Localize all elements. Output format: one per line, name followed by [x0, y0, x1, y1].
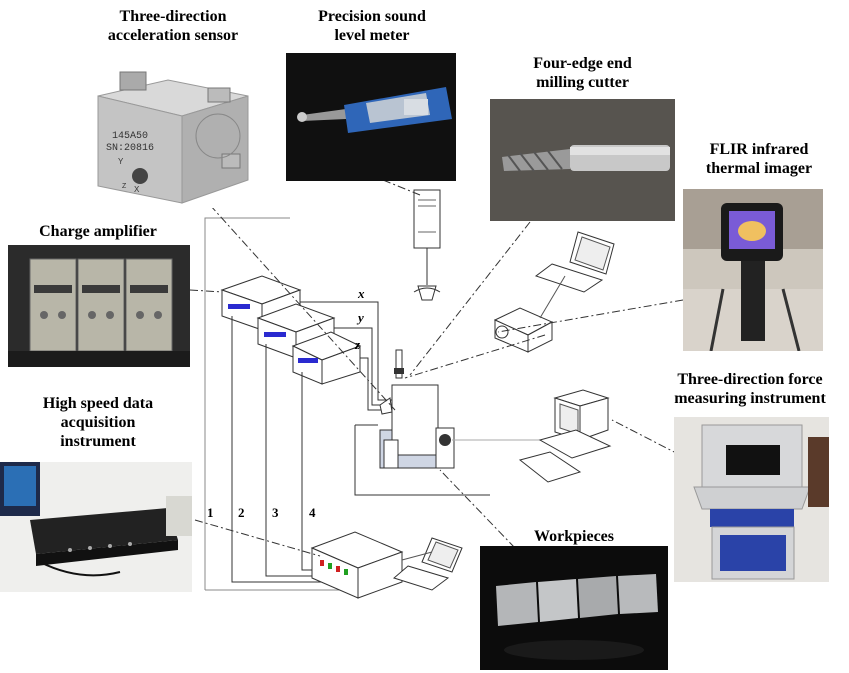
channel-4-label: 4 [309, 505, 316, 520]
svg-text:Z: Z [122, 183, 127, 190]
svg-text:Y: Y [118, 157, 124, 166]
laptop-daq [392, 537, 463, 591]
workpieces-photo [480, 546, 668, 670]
desktop-pc [518, 389, 612, 483]
axis-z-label: z [355, 337, 361, 352]
channel-2-label: 2 [238, 505, 245, 520]
daq-laptop-line [401, 551, 433, 561]
laptop-thermal [534, 231, 615, 293]
milling-cutter-photo [490, 99, 675, 221]
thermal-camera-icon [493, 307, 554, 353]
acceleration-sensor-photo: 145A50 SN:20816 Y X Z [90, 58, 258, 208]
charge-amp-box-z [291, 331, 362, 385]
charge-amplifier-photo [8, 245, 190, 367]
daq-box [310, 531, 404, 599]
axis-x-label: x [358, 286, 365, 301]
sound-meter-label: Precision sound level meter [318, 8, 426, 44]
z-signal-line [360, 357, 388, 411]
force-instrument-label: Three-direction force measuring instrume… [674, 371, 826, 407]
thermal-imager-label: FLIR infrared thermal imager [705, 141, 813, 177]
sound-meter-photo [286, 53, 456, 181]
sensor-serial-text: SN:20816 [106, 143, 154, 154]
channel-1-label: 1 [207, 505, 214, 520]
channel-3-label: 3 [272, 505, 279, 520]
force-instrument-photo [674, 417, 829, 582]
sound-server-icon [413, 189, 441, 301]
frame-line [204, 217, 290, 590]
daq-label: High speed data acquisition instrument [42, 395, 154, 450]
charge-amplifier-label: Charge amplifier [39, 223, 157, 240]
thermal-imager-photo [683, 189, 823, 351]
workpieces-label: Workpieces [534, 528, 614, 545]
milling-cutter-label: Four-edge end milling cutter [533, 55, 632, 91]
thermal-laptop-line [539, 275, 566, 319]
svg-text:X: X [134, 185, 140, 194]
dash-dot-lines [189, 179, 684, 557]
machine-tool [354, 349, 545, 496]
channel-2-line [231, 316, 355, 583]
x-signal-line [300, 301, 392, 401]
daq-instrument-photo [0, 462, 192, 592]
axis-y-label: y [358, 310, 364, 325]
sensor-model-text: 145A50 [112, 131, 148, 142]
accel-sensor-label: Three-direction acceleration sensor [107, 8, 239, 44]
